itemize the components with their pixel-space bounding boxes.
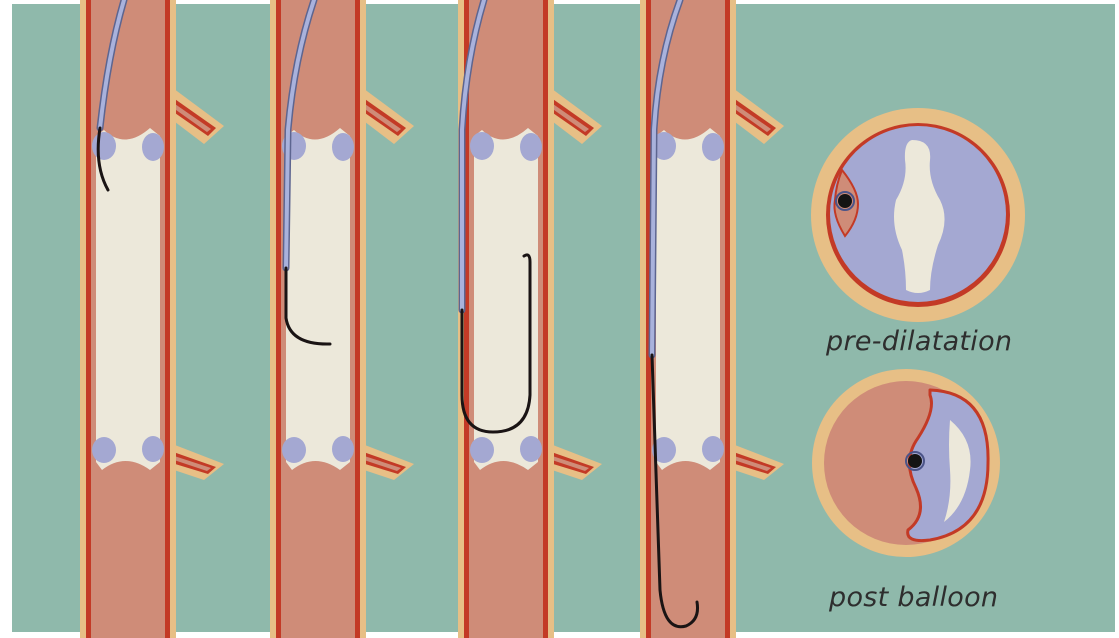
- cross-section-post: [812, 369, 1000, 557]
- guidewire-dot: [838, 194, 852, 208]
- cross-section-pre: [811, 108, 1025, 322]
- post-balloon-label: post balloon: [828, 582, 998, 613]
- pre-dilatation-label: pre-dilatation: [825, 326, 1012, 357]
- guidewire-dot: [908, 454, 922, 468]
